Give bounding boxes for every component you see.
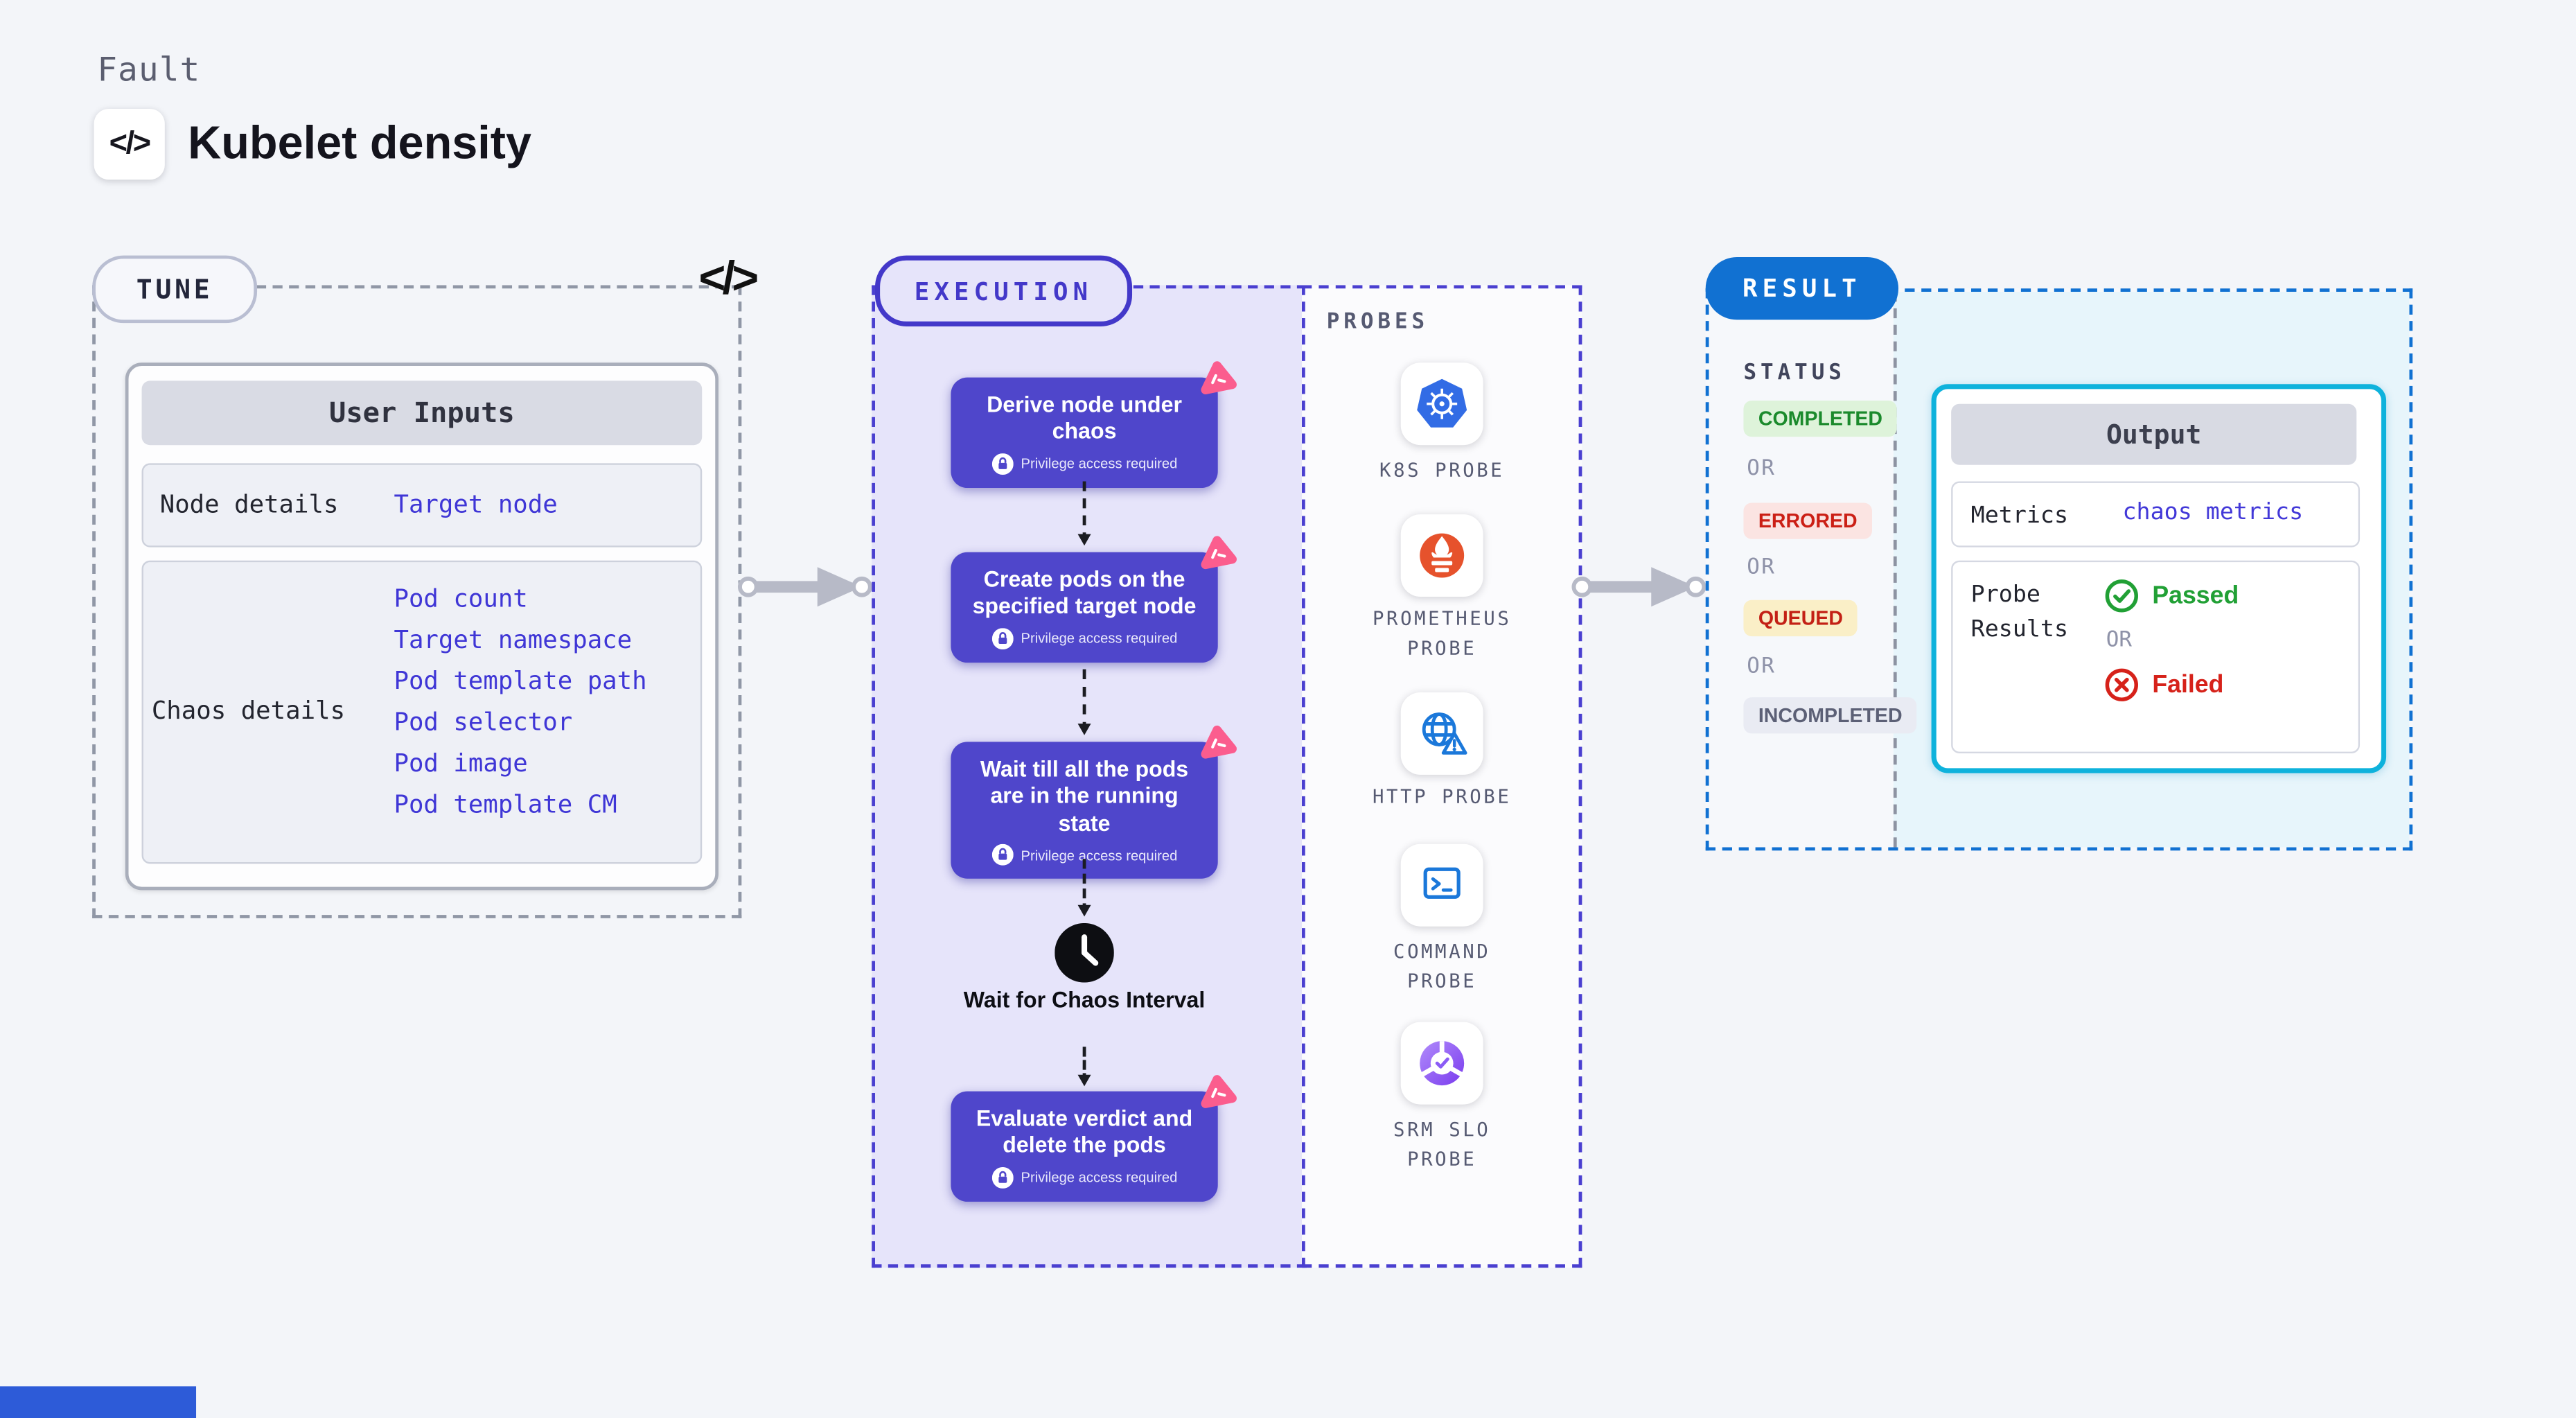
privilege-note-text: Privilege access required — [1021, 847, 1178, 864]
chaos-badge-icon — [1201, 1075, 1237, 1108]
execution-pill: EXECUTION — [874, 255, 1133, 326]
passed-label: Passed — [2152, 581, 2239, 611]
lock-icon — [991, 453, 1013, 475]
lock-icon — [991, 628, 1013, 649]
chaos-badge-icon — [1201, 361, 1237, 394]
fault-eyebrow: Fault — [97, 49, 201, 89]
k8s-probe-card — [1400, 362, 1483, 446]
output-header: Output — [1951, 403, 2357, 465]
prometheus-icon — [1420, 533, 1465, 578]
code-icon: </> — [94, 108, 165, 180]
status-badge-queued: QUEUED — [1743, 599, 1858, 637]
chaos-details-label: Chaos details — [151, 695, 346, 726]
privilege-note: Privilege access required — [991, 844, 1178, 866]
or-separator: OR — [2106, 628, 2132, 653]
probe-results-content: Passed OR Failed — [2104, 579, 2239, 702]
step-wait-pods-running: Wait till all the pods are in the runnin… — [951, 725, 1237, 879]
srm-slo-probe-card — [1400, 1022, 1483, 1105]
clock-icon — [1055, 922, 1114, 983]
http-probe-card — [1400, 692, 1483, 775]
page-title: Kubelet density — [188, 116, 532, 168]
step-title: Wait till all the pods are in the runnin… — [980, 756, 1189, 836]
step-title: Evaluate verdict and delete the pods — [976, 1105, 1193, 1158]
chaos-value: Pod image — [394, 748, 528, 778]
probe-label: COMMAND PROBE — [1393, 939, 1491, 992]
or-separator: OR — [1747, 654, 1776, 679]
status-badge-errored: ERRORED — [1743, 502, 1873, 539]
probe-label: SRM SLO PROBE — [1393, 1117, 1491, 1171]
step-title: Derive node under chaos — [987, 392, 1183, 444]
metrics-row: Metrics chaos metrics — [1951, 481, 2361, 548]
user-inputs-header: User Inputs — [141, 380, 703, 446]
chaos-value: Pod selector — [394, 707, 573, 737]
probe-label: HTTP PROBE — [1372, 785, 1512, 808]
tune-section — [92, 285, 742, 918]
chaos-value: Target namespace — [394, 624, 633, 655]
result-divider — [1893, 291, 1897, 848]
step-connector — [1077, 1047, 1091, 1087]
passed-check-icon — [2105, 579, 2138, 613]
prometheus-probe-card — [1400, 514, 1483, 597]
probe-label: K8S PROBE — [1379, 458, 1505, 482]
srm-slo-icon — [1420, 1041, 1465, 1086]
failed-label: Failed — [2152, 671, 2224, 699]
privilege-note: Privilege access required — [991, 453, 1178, 475]
privilege-note-text: Privilege access required — [1021, 630, 1178, 647]
or-separator: OR — [1747, 555, 1776, 581]
failed-line: Failed — [2104, 667, 2239, 702]
status-heading: STATUS — [1743, 360, 1846, 386]
tune-pill: TUNE — [92, 255, 258, 324]
chaos-badge-icon — [1201, 536, 1237, 570]
step-derive-node: Derive node under chaos Privilege access… — [951, 361, 1237, 488]
command-probe-card — [1400, 843, 1483, 927]
wait-for-chaos-interval-label: Wait for Chaos Interval — [963, 987, 1206, 1013]
step-connector — [1077, 859, 1091, 917]
node-details-row: Node details Target node — [141, 463, 703, 548]
result-pill: RESULT — [1705, 257, 1899, 320]
chaos-badge-icon — [1201, 725, 1237, 759]
terminal-icon — [1423, 867, 1461, 899]
privilege-note-text: Privilege access required — [1021, 455, 1178, 473]
metrics-label: Metrics — [1970, 502, 2069, 529]
step-connector — [1077, 481, 1091, 546]
privilege-note: Privilege access required — [991, 628, 1178, 649]
probe-results-row: Probe Results Passed OR — [1951, 560, 2361, 753]
step-evaluate-verdict: Evaluate verdict and delete the pods Pri… — [951, 1075, 1237, 1202]
chaos-value: Pod template path — [394, 665, 647, 696]
metrics-value: chaos metrics — [2122, 499, 2304, 526]
chaos-value: Pod template CM — [394, 789, 617, 820]
probe-label: PROMETHEUS PROBE — [1372, 606, 1512, 659]
lock-icon — [991, 1166, 1013, 1189]
user-inputs-card: User Inputs Node details Target node Cha… — [125, 362, 719, 891]
chaos-details-row: Chaos details Pod count Target namespace… — [141, 560, 703, 864]
flow-arrow-icon — [1571, 567, 1706, 607]
partial-bottom-element — [0, 1386, 197, 1418]
probe-results-label: Probe Results — [1970, 581, 2069, 643]
failed-x-icon — [2105, 668, 2138, 701]
step-create-pods: Create pods on the specified target node… — [951, 536, 1237, 663]
step-title: Create pods on the specified target node — [972, 567, 1197, 620]
lock-icon — [991, 844, 1013, 866]
execution-section: Derive node under chaos Privilege access… — [872, 285, 1307, 1268]
status-badge-completed: COMPLETED — [1743, 400, 1898, 437]
result-section: STATUS COMPLETED OR ERRORED OR QUEUED OR… — [1705, 288, 2413, 851]
or-separator: OR — [1747, 456, 1776, 482]
chaos-value: Pod count — [394, 583, 528, 613]
kubernetes-icon — [1417, 378, 1467, 428]
probes-section: PROBES K8S PROBE — [1302, 285, 1582, 1268]
node-details-label: Node details — [159, 489, 339, 520]
http-globe-warning-icon — [1422, 712, 1467, 755]
privilege-note: Privilege access required — [991, 1166, 1178, 1189]
passed-line: Passed — [2104, 579, 2239, 613]
status-badge-incompleted: INCOMPLETED — [1743, 697, 1918, 734]
privilege-note-text: Privilege access required — [1021, 1169, 1178, 1187]
target-node-value: Target node — [394, 489, 558, 520]
flow-arrow-icon — [737, 567, 872, 607]
chaos-details-values: Pod count Target namespace Pod template … — [394, 584, 646, 819]
probes-heading: PROBES — [1326, 310, 1429, 335]
output-card: Output Metrics chaos metrics Probe Resul… — [1931, 384, 2387, 773]
code-glyph: </> — [109, 125, 152, 161]
tune-code-icon: </> — [698, 252, 759, 304]
step-connector — [1077, 669, 1091, 735]
